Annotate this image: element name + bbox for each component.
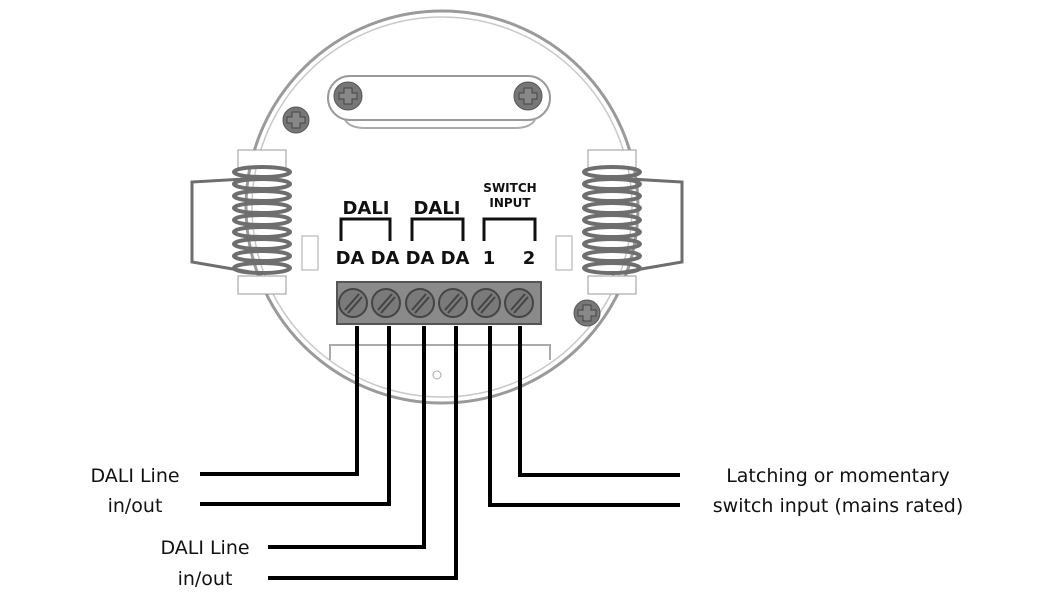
callout-switch-input: Latching or momentary (726, 465, 950, 487)
group-label-input: INPUT (489, 196, 531, 210)
terminal-label: DA (371, 248, 400, 269)
spring-clip-left (190, 149, 292, 295)
terminal-label: 1 (483, 248, 496, 269)
terminal-screws (338, 288, 534, 318)
callout-dali-line-1-inout: in/out (108, 495, 163, 517)
slotted-screw-icon (438, 288, 468, 318)
spring-clips (190, 149, 684, 295)
wire-dali-1b (200, 326, 391, 506)
slotted-screw-icon (504, 288, 534, 318)
slotted-screw-icon (371, 288, 401, 318)
wire-switch-1 (488, 326, 680, 507)
cross-screw-icon (282, 106, 310, 134)
terminal-label: DA (336, 248, 365, 269)
terminal-label: DA (406, 248, 435, 269)
group-label-dali-2: DALI (413, 198, 460, 219)
wire-dali-2a (268, 326, 426, 549)
wire-switch-2 (518, 326, 680, 477)
wire-dali-2b (268, 326, 458, 580)
callout-dali-line-1: DALI Line (90, 465, 179, 487)
terminal-label: DA (441, 248, 470, 269)
cross-screw-icon (573, 299, 601, 327)
wires (200, 326, 680, 580)
terminal-label: 2 (523, 248, 536, 269)
slotted-screw-icon (405, 288, 435, 318)
group-label-dali-1: DALI (342, 198, 389, 219)
callout-switch-input-rating: switch input (mains rated) (713, 495, 964, 517)
spring-clip-right (582, 149, 684, 295)
callout-dali-line-2: DALI Line (160, 537, 249, 559)
cross-screw-icon (513, 81, 543, 111)
wire-dali-1a (200, 326, 359, 476)
callout-dali-line-2-inout: in/out (178, 568, 233, 590)
group-label-switch: SWITCH (483, 181, 536, 195)
cross-screw-icon (333, 81, 363, 111)
slotted-screw-icon (471, 288, 501, 318)
slotted-screw-icon (338, 288, 368, 318)
group-brackets (339, 217, 537, 241)
